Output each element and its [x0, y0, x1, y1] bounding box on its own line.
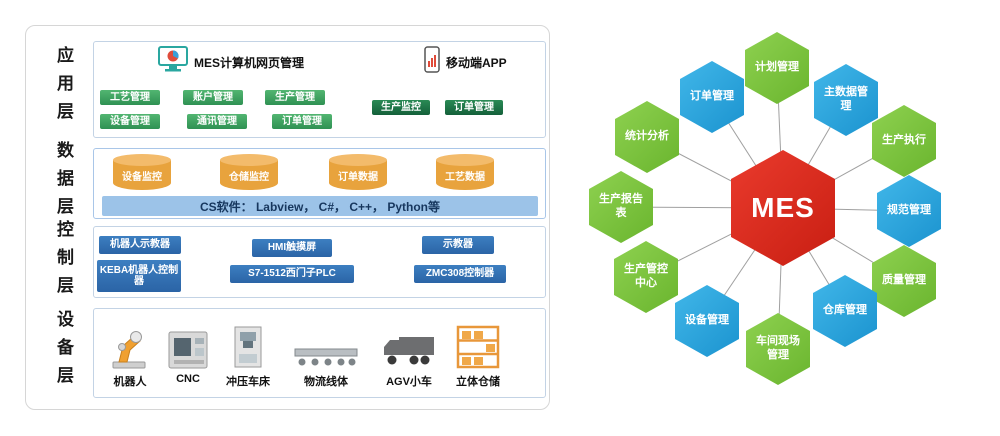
monitor-icon: [158, 46, 188, 78]
app-button: 设备管理: [100, 114, 160, 129]
app-button: 订单管理: [272, 114, 332, 129]
mobile-app-title-group: 移动端APP: [424, 46, 507, 78]
mobile-app-title: 移动端APP: [446, 55, 507, 70]
control-button: 示教器: [422, 236, 494, 254]
layer-label-data: 数据层: [54, 141, 73, 225]
hexagon-production-control-center: 生产管控中心: [614, 241, 678, 313]
cylinder-label: 工艺数据: [445, 172, 485, 183]
device-item: 机器人: [102, 317, 158, 389]
hexagon-label: 生产执行: [882, 134, 926, 147]
control-button: HMI触摸屏: [252, 239, 332, 257]
database-cylinder: 设备监控: [113, 154, 171, 190]
control-button: KEBA机器人控制器: [97, 260, 181, 292]
conveyor-icon: [293, 317, 359, 369]
layered-architecture-panel: 应用层 数据层 控制层 设备层 MES计算机网页管理: [25, 25, 550, 410]
cylinder-label: 订单数据: [338, 172, 378, 183]
hexagon-plan-management: 计划管理: [745, 32, 809, 104]
layer-label-device: 设备层: [54, 310, 73, 394]
hexagon-order-management: 订单管理: [680, 61, 744, 133]
cylinder-top: [113, 154, 171, 166]
hexagon-label: 车间现场管理: [756, 335, 800, 361]
device-layer-box: 机器人 CNC: [93, 308, 546, 398]
app-button: 账户管理: [183, 90, 243, 105]
hexagon-equipment-management: 设备管理: [675, 285, 739, 357]
app-button: 工艺管理: [100, 90, 160, 105]
press-machine-icon: [228, 317, 268, 369]
cylinder-top: [220, 154, 278, 166]
hexagon-warehouse-management: 仓库管理: [813, 275, 877, 347]
app-button: 生产管理: [265, 90, 325, 105]
hexagon-statistics-analysis: 统计分析: [615, 101, 679, 173]
device-label: AGV小车: [386, 376, 432, 388]
hexagon-label: 规范管理: [887, 204, 931, 217]
cylinder-top: [436, 154, 494, 166]
hexagon-quality-management: 质量管理: [872, 245, 936, 317]
hexagon-master-data-management: 主数据管理: [814, 64, 878, 136]
hexagon-label: 订单管理: [690, 90, 734, 103]
device-item: CNC: [160, 317, 216, 385]
hexagon-label: 仓库管理: [823, 304, 867, 317]
app-button-dark: 订单管理: [445, 100, 503, 115]
mes-center-label: MES: [751, 192, 815, 223]
hexagon-label: 设备管理: [685, 314, 729, 327]
phone-icon: [424, 46, 440, 78]
layer-label-application: 应用层: [54, 46, 73, 130]
application-layer-box: MES计算机网页管理 移动端APP 工艺管理 账户管理 生产管理 设备管理 通讯…: [93, 41, 546, 138]
database-cylinder: 订单数据: [329, 154, 387, 190]
layer-label-control: 控制层: [54, 220, 73, 304]
mes-web-title: MES计算机网页管理: [194, 55, 305, 70]
device-item: AGV小车: [376, 317, 442, 389]
hexagon-label: 计划管理: [755, 61, 799, 74]
cylinder-label: 设备监控: [122, 172, 162, 183]
device-label: CNC: [176, 373, 200, 385]
robot-icon: [108, 317, 152, 369]
device-label: 立体仓储: [456, 376, 500, 388]
hexagon-standard-management: 规范管理: [877, 175, 941, 247]
cylinder-top: [329, 154, 387, 166]
cnc-icon: [166, 317, 210, 369]
hexagon-workshop-site-management: 车间现场管理: [746, 313, 810, 385]
app-button-dark: 生产监控: [372, 100, 430, 115]
control-button: 机器人示教器: [99, 236, 181, 254]
hexagon-label: 生产管控中心: [624, 263, 668, 289]
hexagon-label: 质量管理: [882, 274, 926, 287]
hexagon-label: 统计分析: [625, 130, 669, 143]
mes-hexagon-diagram: 计划管理 主数据管理 生产执行 规范管理 质量管理 仓库管理 车间现场管理 设备…: [585, 25, 975, 415]
mes-web-title-group: MES计算机网页管理: [158, 46, 304, 78]
device-item: 物流线体: [286, 317, 366, 389]
hexagon-production-execution: 生产执行: [872, 105, 936, 177]
hexagon-label: 生产报告表: [599, 193, 643, 219]
device-label: 冲压车床: [226, 376, 270, 388]
control-button: ZMC308控制器: [414, 265, 506, 283]
device-item: 冲压车床: [218, 317, 278, 389]
warehouse-shelf-icon: [456, 317, 500, 369]
database-cylinder: 工艺数据: [436, 154, 494, 190]
database-cylinder: 仓储监控: [220, 154, 278, 190]
app-button: 通讯管理: [187, 114, 247, 129]
control-layer-box: 机器人示教器 HMI触摸屏 示教器 KEBA机器人控制器 S7-1512西门子P…: [93, 226, 546, 298]
device-label: 物流线体: [304, 376, 348, 388]
agv-truck-icon: [382, 317, 436, 369]
data-layer-box: 设备监控 仓储监控 订单数据 工艺数据 CS软件： Labview， C#， C…: [93, 148, 546, 219]
cylinder-label: 仓储监控: [229, 172, 269, 183]
hexagon-production-report: 生产报告表: [589, 171, 653, 243]
control-button: S7-1512西门子PLC: [230, 265, 354, 283]
hexagon-label: 主数据管理: [824, 86, 868, 112]
device-item: 立体仓储: [446, 317, 510, 389]
device-label: 机器人: [113, 376, 147, 388]
cs-software-bar: CS软件： Labview， C#， C++， Python等: [102, 196, 538, 216]
